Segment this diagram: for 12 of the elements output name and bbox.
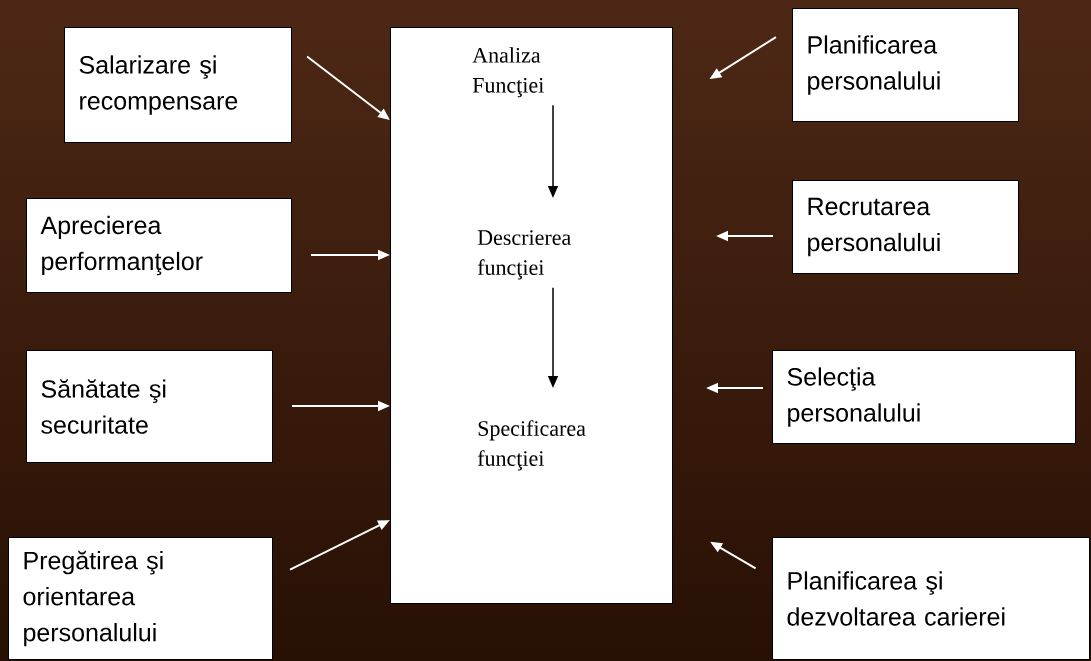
activity-box: Recrutarea personalului (792, 180, 1019, 274)
step-text: Specificarea funcţiei (477, 420, 586, 471)
activity-box: Salarizare şi recompensare (64, 27, 292, 143)
activity-box: Pregătirea şi orientarea personalului (8, 537, 273, 660)
activity-box: Planificarea şi dezvoltarea carierei (772, 537, 1090, 660)
activity-box: Planificarea personalului (792, 8, 1019, 122)
step-text: Analiza Funcţiei (472, 47, 544, 98)
function-box (390, 27, 673, 604)
activity-box: Aprecierea performanţelor (26, 198, 292, 293)
activity-box: Selecţia personalului (772, 350, 1076, 444)
step-text: Descrierea funcţiei (477, 230, 571, 280)
activity-box: Sănătate şi securitate (26, 350, 273, 463)
